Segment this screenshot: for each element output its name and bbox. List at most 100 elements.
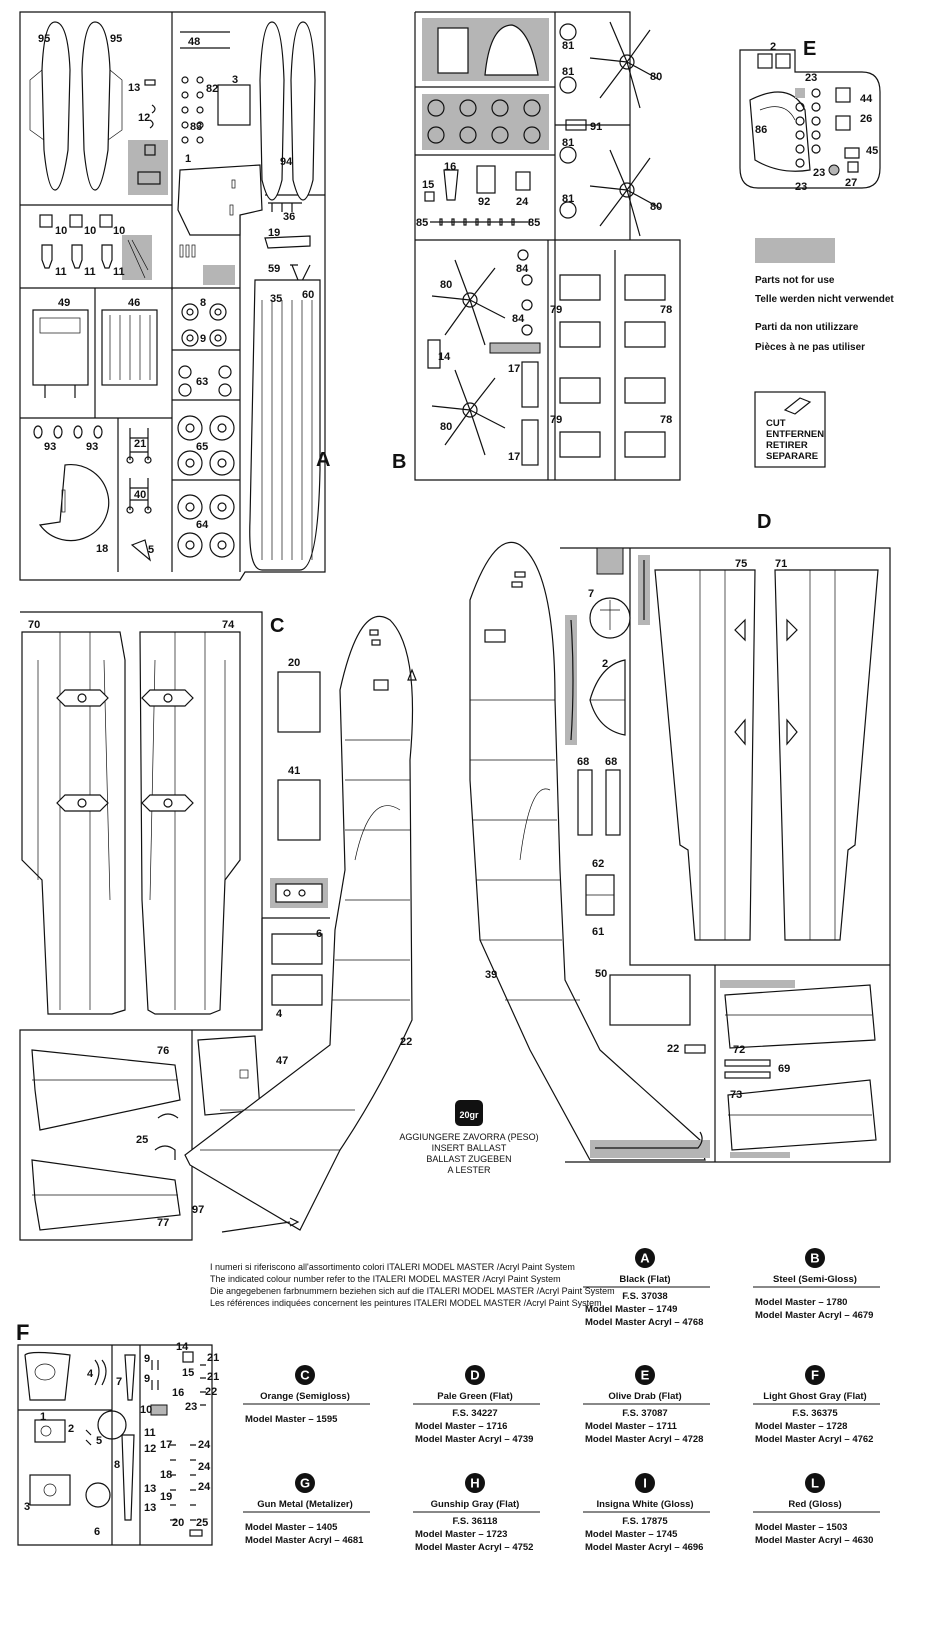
part-label: 12 [138,112,150,124]
paint-model-master: Model Master – 1405 [245,1522,338,1533]
paint-model-master: Model Master – 1780 [755,1297,847,1308]
paint-model-master: Model Master – 1716 [415,1421,507,1432]
part-label: 72 [733,1044,745,1056]
part-label: 47 [276,1055,288,1067]
paint-code-badge [635,1248,655,1268]
part-label: 10 [140,1404,152,1416]
part-label: 36 [283,211,295,223]
paint-acryl: Model Master Acryl – 4630 [755,1535,873,1546]
part-label: 69 [778,1063,790,1075]
part-label: 79 [550,304,562,316]
paint-code-badge [635,1365,655,1385]
weight-icon [455,1100,483,1126]
part-label: 24 [516,196,529,208]
ballast-text: AGGIUNGERE ZAVORRA (PESO) [399,1132,538,1142]
part-label: 17 [160,1439,172,1451]
part-label: 93 [44,441,56,453]
part-label: 75 [735,558,747,570]
part-label: 23 [813,167,825,179]
ballast-text: BALLAST ZUGEBEN [426,1154,511,1164]
ballast-text: A LESTER [447,1165,491,1175]
part-label: 12 [144,1443,156,1455]
paint-name: Orange (Semigloss) [260,1391,350,1402]
part-label: 85 [528,217,540,229]
paint-note: Die angegebenen farbnummern beziehen sic… [210,1286,615,1296]
part-label: 3 [232,74,238,86]
part-label: 17 [508,363,520,375]
cut-text: SEPARARE [766,451,818,462]
legend: Parts not for use Telle werden nicht ver… [754,238,894,468]
paint-acryl: Model Master Acryl – 4752 [415,1542,533,1553]
paint-model-master: Model Master – 1503 [755,1522,847,1533]
part-label: 81 [562,66,574,78]
paint-notes: I numeri si riferiscono all'assortimento… [210,1262,615,1308]
paint-name: Gun Metal (Metalizer) [257,1499,353,1510]
part-label: 81 [562,40,574,52]
part-label: 9 [200,333,206,345]
part-label: 18 [96,543,108,555]
paint-acryl: Model Master Acryl – 4739 [415,1434,533,1445]
paint-code-badge [805,1473,825,1493]
part-label: 11 [84,266,96,278]
cut-text: CUT [766,418,786,429]
ballast-text: INSERT BALLAST [432,1143,507,1153]
part-label: 92 [478,196,490,208]
part-label: 19 [160,1491,172,1503]
sprue-a-labels: 95 95 48 3 13 12 82 83 94 1 36 19 10 10 … [38,33,330,556]
part-label: 21 [207,1371,219,1383]
paint-code-badge [465,1365,485,1385]
part-label: 14 [438,351,451,363]
part-label: 7 [588,588,594,600]
part-label: 14 [176,1341,189,1353]
part-label: 59 [268,263,280,275]
part-label: 21 [134,438,146,450]
sprue-c-letter: C [270,615,284,637]
part-label: 78 [660,304,672,316]
part-label: 93 [86,441,98,453]
sprue-b-letter: B [392,451,406,473]
part-label: 49 [58,297,70,309]
paint-name: Red (Gloss) [788,1499,841,1510]
part-label: 44 [860,93,873,105]
paint-code-badge [295,1365,315,1385]
part-label: 10 [55,225,67,237]
weight-label: 20gr [459,1110,479,1120]
paint-code-badge [295,1473,315,1493]
part-label: 74 [222,619,235,631]
paint-code: L [811,1476,819,1491]
paint-acryl: Model Master Acryl – 4762 [755,1434,873,1445]
not-for-use-swatch [755,238,835,263]
part-label: 18 [160,1469,172,1481]
legend-text: Pièces à ne pas utiliser [755,342,865,353]
part-label: 7 [116,1376,122,1388]
paint-model-master: Model Master – 1711 [585,1421,678,1432]
part-label: 24 [198,1481,211,1493]
sprue-f-labels: 1 4 7 9 9 10 14 15 16 21 21 22 23 2 5 8 … [16,1320,219,1538]
part-label: 20 [172,1517,184,1529]
part-label: 41 [288,765,300,777]
part-label: 24 [198,1439,211,1451]
cut-text: ENTFERNEN [766,429,824,440]
paint-code: E [641,1368,650,1383]
part-label: 5 [96,1435,102,1447]
paint-name: Gunship Gray (Flat) [431,1499,520,1510]
part-label: 16 [172,1387,184,1399]
paint-model-master: Model Master – 1749 [585,1304,677,1315]
part-label: 20 [288,657,300,669]
part-label: 6 [94,1526,100,1538]
part-label: 76 [157,1045,169,1057]
paint-code: I [643,1476,647,1491]
ballast-note: 20gr AGGIUNGERE ZAVORRA (PESO) INSERT BA… [399,1100,539,1175]
paint-code-badge [465,1473,485,1493]
sprue-f [17,1344,213,1546]
part-label: 46 [128,297,140,309]
part-label: 10 [113,225,125,237]
part-label: 60 [302,289,314,301]
part-label: 61 [592,926,604,938]
part-label: 8 [114,1459,120,1471]
